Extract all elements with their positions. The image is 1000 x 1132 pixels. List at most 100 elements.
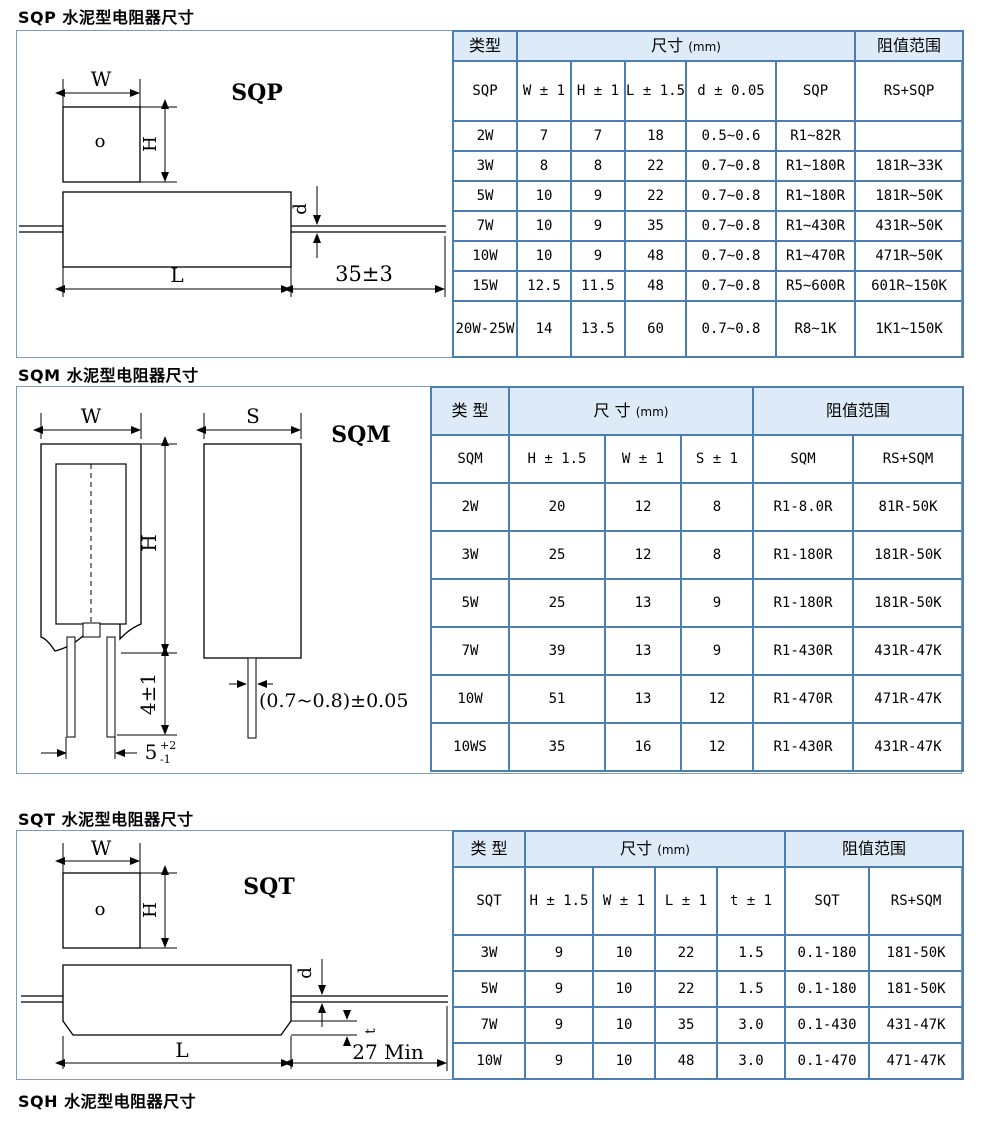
table-cell: 431R-47K bbox=[852, 722, 965, 772]
table-cell: 0.7~0.8 bbox=[685, 270, 777, 302]
table-cell: 3W bbox=[452, 150, 518, 182]
table-cell: 9 bbox=[570, 180, 626, 212]
table-cell: 13 bbox=[604, 578, 682, 628]
sqp-subheader-cell: W ± 1 bbox=[516, 60, 572, 122]
table-cell: 35 bbox=[624, 210, 687, 242]
table-cell: 22 bbox=[624, 150, 687, 182]
table-cell: 13 bbox=[604, 626, 682, 676]
sqm-subheader-cell: W ± 1 bbox=[604, 434, 682, 484]
table-cell: 9 bbox=[524, 1042, 594, 1080]
table-cell: 0.7~0.8 bbox=[685, 150, 777, 182]
table-cell: 9 bbox=[570, 240, 626, 272]
table-cell: 9 bbox=[524, 1006, 594, 1044]
sqm-subheader-cell: S ± 1 bbox=[679, 434, 755, 484]
sqp-h-label: H bbox=[140, 136, 161, 152]
table-cell: R5~600R bbox=[774, 270, 857, 302]
table-cell: 10W bbox=[452, 240, 518, 272]
table-cell: 10 bbox=[592, 1042, 656, 1080]
sqp-model-label: SQP bbox=[231, 80, 283, 106]
table-cell: 0.1-470 bbox=[784, 1042, 871, 1080]
table-cell: R1-430R bbox=[752, 722, 855, 772]
sqh-section-title: SQH 水泥型电阻器尺寸 bbox=[18, 1092, 197, 1111]
table-cell: 471-47K bbox=[868, 1042, 965, 1080]
sqp-o-label: o bbox=[95, 131, 106, 152]
table-cell: 10W bbox=[452, 1042, 526, 1080]
sqm-subheader-cell: RS+SQM bbox=[852, 434, 965, 484]
table-cell: 9 bbox=[570, 210, 626, 242]
sqt-header-range: 阻值范围 bbox=[784, 830, 965, 868]
table-cell: 11.5 bbox=[570, 270, 626, 302]
table-cell: 10 bbox=[516, 180, 572, 212]
sqp-section-title: SQP 水泥型电阻器尺寸 bbox=[18, 8, 195, 27]
sqp-subheader-cell: SQP bbox=[774, 60, 857, 122]
table-cell: 431R-47K bbox=[852, 626, 965, 676]
sqm-w-label: W bbox=[81, 404, 102, 428]
table-cell: 12 bbox=[604, 530, 682, 580]
table-cell: 10 bbox=[516, 240, 572, 272]
sqm-wire-label: (0.7~0.8)±0.05 bbox=[259, 690, 408, 712]
table-cell: 0.1-180 bbox=[784, 970, 871, 1008]
table-cell: 20 bbox=[508, 482, 606, 532]
table-cell: 0.1-430 bbox=[784, 1006, 871, 1044]
table-cell: 471R~50K bbox=[854, 240, 965, 272]
table-cell: 0.7~0.8 bbox=[685, 210, 777, 242]
sqt-subheader-cell: SQT bbox=[784, 866, 871, 936]
table-cell: 0.7~0.8 bbox=[685, 240, 777, 272]
sqm-header-dims: 尺 寸 (mm) bbox=[507, 386, 755, 436]
sqm-header-range: 阻值范围 bbox=[752, 386, 965, 436]
table-cell: 7W bbox=[452, 1006, 526, 1044]
table-cell: 12 bbox=[604, 482, 682, 532]
sqt-h-label: H bbox=[140, 902, 161, 918]
sqt-t-label: t bbox=[363, 1028, 379, 1034]
table-cell: 12.5 bbox=[516, 270, 572, 302]
table-cell: 181R-50K bbox=[852, 578, 965, 628]
table-cell: 12 bbox=[679, 722, 755, 772]
table-cell: 0.7~0.8 bbox=[685, 300, 777, 358]
table-cell: 7 bbox=[570, 120, 626, 152]
table-cell: 35 bbox=[508, 722, 606, 772]
table-cell: 10WS bbox=[430, 722, 510, 772]
table-cell: 0.1-180 bbox=[784, 934, 871, 972]
sqm-diagram: W H 4±1 5 +2 -1 S (0.7~0.8)±0.05 SQM bbox=[33, 404, 408, 766]
table-cell: 20W-25W bbox=[452, 300, 518, 358]
sqt-subheader-cell: L ± 1 bbox=[654, 866, 718, 936]
table-cell: 12 bbox=[679, 674, 755, 724]
table-cell: 35 bbox=[654, 1006, 718, 1044]
sqm-pitch-label: 5 bbox=[145, 740, 158, 764]
sqm-header-type: 类 型 bbox=[430, 386, 510, 436]
sqt-w-label: W bbox=[91, 836, 112, 860]
sqp-subheader-cell: H ± 1 bbox=[570, 60, 626, 122]
table-cell: R1-180R bbox=[752, 578, 855, 628]
table-cell: 1.5 bbox=[715, 934, 787, 972]
table-cell: 471R-47K bbox=[852, 674, 965, 724]
sqp-w-label: W bbox=[91, 67, 112, 91]
table-cell: 39 bbox=[508, 626, 606, 676]
table-cell: R1-470R bbox=[752, 674, 855, 724]
table-cell: 22 bbox=[654, 934, 718, 972]
sqm-pitch-tol-top: +2 bbox=[160, 739, 176, 752]
table-cell: 8 bbox=[516, 150, 572, 182]
table-cell: 3W bbox=[430, 530, 510, 580]
table-cell: 431-47K bbox=[868, 1006, 965, 1044]
sqt-subheader-cell: W ± 1 bbox=[592, 866, 656, 936]
sqm-section-title: SQM 水泥型电阻器尺寸 bbox=[18, 366, 199, 385]
table-cell: 10 bbox=[592, 934, 656, 972]
table-cell: 8 bbox=[570, 150, 626, 182]
table-cell: 15W bbox=[452, 270, 518, 302]
table-cell: 10 bbox=[592, 1006, 656, 1044]
table-cell: 25 bbox=[508, 578, 606, 628]
sqm-lead-length-label: 4±1 bbox=[136, 673, 160, 715]
table-cell: 10 bbox=[516, 210, 572, 242]
sqm-pitch-tol-bottom: -1 bbox=[160, 753, 171, 766]
table-cell: 181R~33K bbox=[854, 150, 965, 182]
sqp-d-label: d bbox=[290, 203, 311, 215]
table-cell: 5W bbox=[452, 180, 518, 212]
table-cell: 0.7~0.8 bbox=[685, 180, 777, 212]
table-cell: R1~180R bbox=[774, 180, 857, 212]
